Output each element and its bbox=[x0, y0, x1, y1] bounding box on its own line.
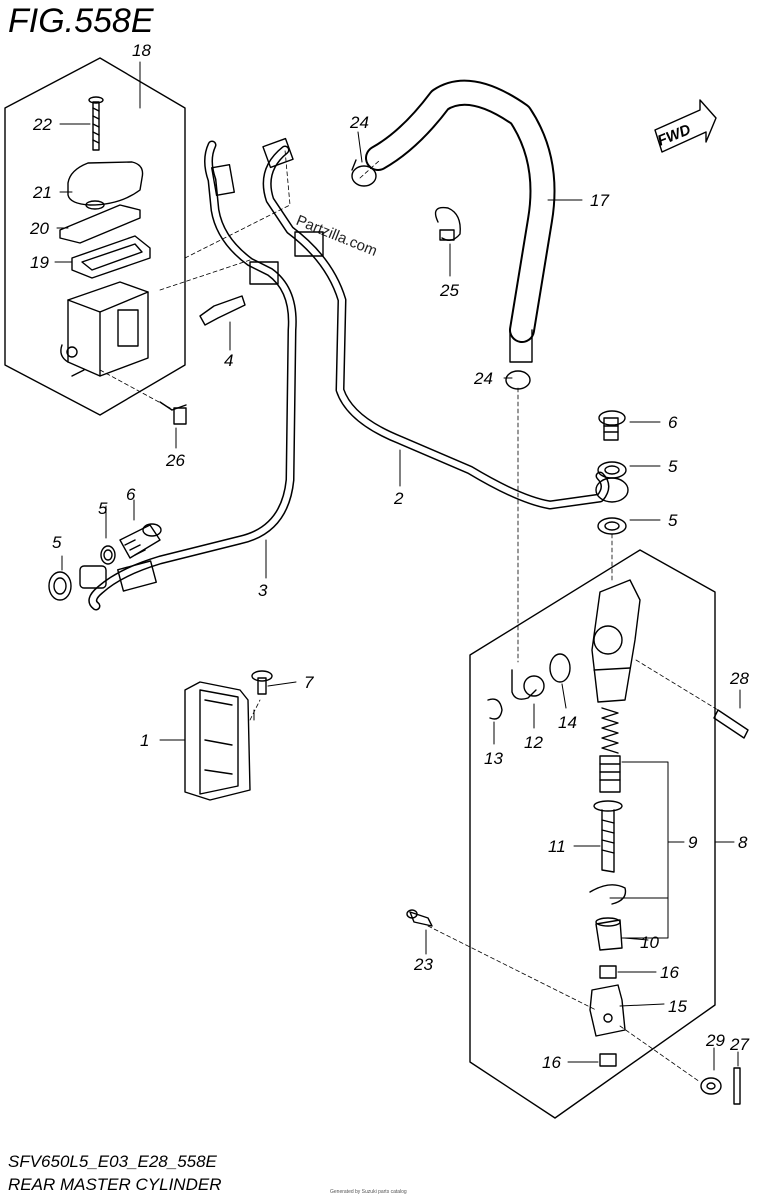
callout-27: 27 bbox=[729, 1035, 749, 1054]
figure-title: FIG.558E bbox=[8, 2, 154, 40]
figure-code: SFV650L5_E03_E28_558E bbox=[8, 1152, 217, 1171]
callout-26: 26 bbox=[165, 451, 185, 470]
callout-5-left: 5 bbox=[52, 533, 62, 552]
cover-part-1 bbox=[184, 681, 251, 801]
washer-part-29 bbox=[700, 1077, 722, 1095]
washer-part-5-mid bbox=[100, 545, 116, 565]
figure-name: REAR MASTER CYLINDER bbox=[8, 1175, 222, 1194]
callout-29: 29 bbox=[705, 1031, 725, 1050]
spring bbox=[601, 707, 619, 754]
callout-9: 9 bbox=[688, 833, 698, 852]
master-cylinder-group-frame bbox=[469, 549, 716, 1119]
circlip-part-13 bbox=[487, 698, 503, 720]
callout-3: 3 bbox=[258, 581, 268, 600]
cotter-pin-part-27 bbox=[733, 1067, 741, 1105]
callout-18: 18 bbox=[132, 41, 151, 60]
callout-5-lower-right: 5 bbox=[668, 511, 678, 530]
callout-24-upper: 24 bbox=[349, 113, 369, 132]
callout-8: 8 bbox=[738, 833, 748, 852]
o-ring-part-14 bbox=[549, 653, 571, 683]
hose-joint-part-12 bbox=[511, 669, 545, 700]
master-cylinder-body bbox=[591, 579, 641, 703]
callout-24-lower: 24 bbox=[473, 369, 493, 388]
callout-20: 20 bbox=[29, 219, 49, 238]
washer-part-5-lower-right bbox=[597, 517, 627, 535]
bolt-part-28 bbox=[713, 709, 749, 739]
callout-2: 2 bbox=[393, 489, 404, 508]
callout-17: 17 bbox=[590, 191, 609, 210]
diaphragm-part-19 bbox=[71, 235, 151, 279]
nut-part-16-lower bbox=[599, 1053, 617, 1067]
forward-arrow-icon: FWD bbox=[654, 99, 717, 153]
callout-7: 7 bbox=[304, 673, 314, 692]
callout-23: 23 bbox=[413, 955, 433, 974]
callout-6-right: 6 bbox=[668, 413, 678, 432]
banjo-bolt-part-6-left bbox=[119, 523, 162, 559]
clip-part-24-lower bbox=[505, 370, 531, 390]
boot-part-10 bbox=[595, 917, 623, 951]
clip-part-24-upper bbox=[351, 159, 377, 187]
screw-part-22 bbox=[88, 96, 104, 151]
clevis-part-15 bbox=[589, 984, 626, 1037]
callout-22: 22 bbox=[32, 115, 52, 134]
callout-16-lower: 16 bbox=[542, 1053, 561, 1072]
callout-5-mid: 5 bbox=[98, 499, 108, 518]
callout-14: 14 bbox=[558, 713, 577, 732]
callout-4: 4 bbox=[224, 351, 233, 370]
push-rod-part-11 bbox=[593, 800, 623, 873]
bolt-part-4 bbox=[199, 295, 246, 326]
callout-25: 25 bbox=[439, 281, 459, 300]
callout-15: 15 bbox=[668, 997, 687, 1016]
screw-part-7 bbox=[251, 670, 273, 695]
washer-part-5-upper-right bbox=[597, 461, 627, 479]
brake-hose-part-2 bbox=[262, 137, 629, 510]
reservoir-group-frame bbox=[4, 57, 186, 416]
callout-13: 13 bbox=[484, 749, 503, 768]
washer-part-5-left bbox=[48, 571, 72, 601]
callout-5-upper-right: 5 bbox=[668, 457, 678, 476]
diaphragm-plate-part-20 bbox=[59, 204, 141, 244]
callout-19: 19 bbox=[30, 253, 49, 272]
clip-part-25 bbox=[434, 206, 461, 241]
banjo-bolt-part-6-right bbox=[598, 410, 626, 441]
callout-11: 11 bbox=[548, 837, 566, 856]
pin-part-23 bbox=[406, 909, 433, 927]
bolt-part-26 bbox=[159, 401, 187, 425]
callout-16-upper: 16 bbox=[660, 963, 679, 982]
nut-part-16-upper bbox=[599, 965, 617, 979]
callout-10: 10 bbox=[640, 933, 659, 952]
circlip-part bbox=[589, 884, 627, 905]
callout-21: 21 bbox=[32, 183, 52, 202]
hose-clamp-block bbox=[249, 261, 279, 285]
piston-part-9 bbox=[599, 755, 621, 793]
callout-6-left: 6 bbox=[126, 485, 136, 504]
callout-12: 12 bbox=[524, 733, 543, 752]
reservoir-hose-part-17 bbox=[365, 79, 556, 363]
callout-1: 1 bbox=[140, 731, 149, 750]
brake-hose-part-3 bbox=[79, 140, 297, 611]
footer-micro-text: Generated by Suzuki parts catalog bbox=[330, 1189, 407, 1195]
reservoir-body bbox=[60, 281, 149, 377]
callout-28: 28 bbox=[729, 669, 749, 688]
reservoir-cap-part-21 bbox=[67, 161, 144, 210]
